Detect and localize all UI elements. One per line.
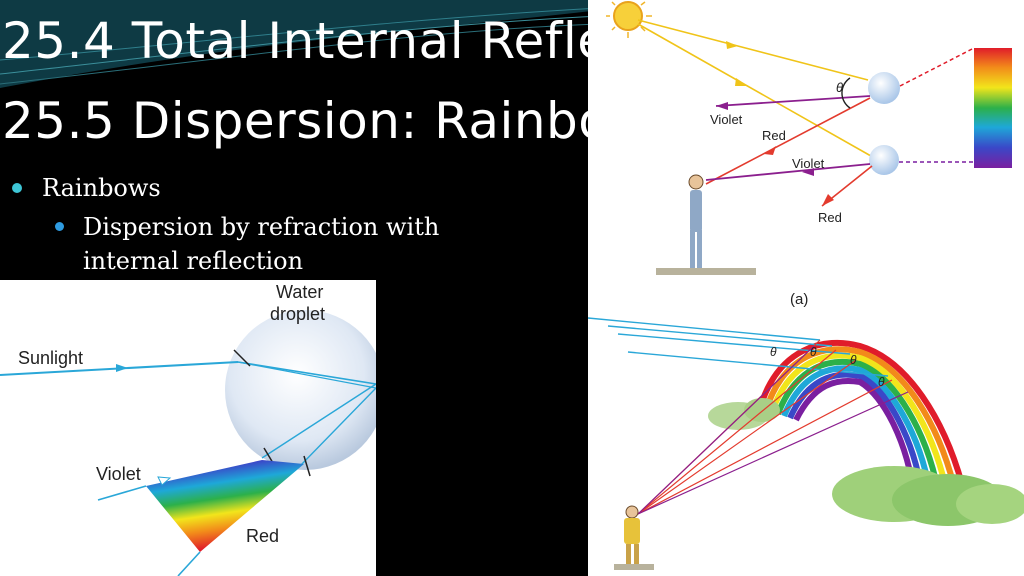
bullet-dot-icon [12,183,22,193]
label-water-droplet-1: Water [276,282,323,302]
label-water-droplet-2: droplet [270,304,325,324]
bullet-dot-icon [55,222,64,231]
label-violet-bottom: Violet [792,156,825,171]
label-theta-b1: θ [770,345,777,359]
label-theta-b3: θ [850,353,857,367]
bush-right-icon [832,466,1024,526]
rainbow-arc [757,339,965,497]
droplet-lower-icon [869,145,899,175]
slide-title-line-1: 25.4 Total Internal Refle [2,12,609,70]
droplet-upper-icon [868,72,900,104]
slide-title-line-2: 25.5 Dispersion: Rainbo [2,92,610,150]
label-sunlight: Sunlight [18,348,83,368]
label-red-top: Red [762,128,786,143]
droplet-figure: Water droplet Sunlight Violet Red [0,280,385,576]
label-theta-b4: θ [878,375,885,389]
label-theta-b2: θ [810,345,817,359]
label-violet-top: Violet [710,112,743,127]
observer-figure-b [614,505,654,570]
label-red-bottom: Red [818,210,842,225]
label-violet: Violet [96,464,141,484]
rainbow-figure: θ Violet Red Violet Red (a) [587,0,1024,576]
bush-left-icon [708,398,780,430]
water-droplet-icon [225,310,385,470]
spectrum-fan [146,460,304,552]
spectrum-bar [974,48,1012,168]
bullet-text: Dispersion by refraction with internal r… [83,213,440,275]
sun-icon [606,1,652,38]
header-wave-decoration [0,0,600,88]
label-red: Red [246,526,279,546]
bullet-text: Rainbows [42,174,161,202]
caption-a: (a) [790,291,808,308]
observer-figure-a [656,174,756,275]
label-theta-a: θ [836,80,843,95]
